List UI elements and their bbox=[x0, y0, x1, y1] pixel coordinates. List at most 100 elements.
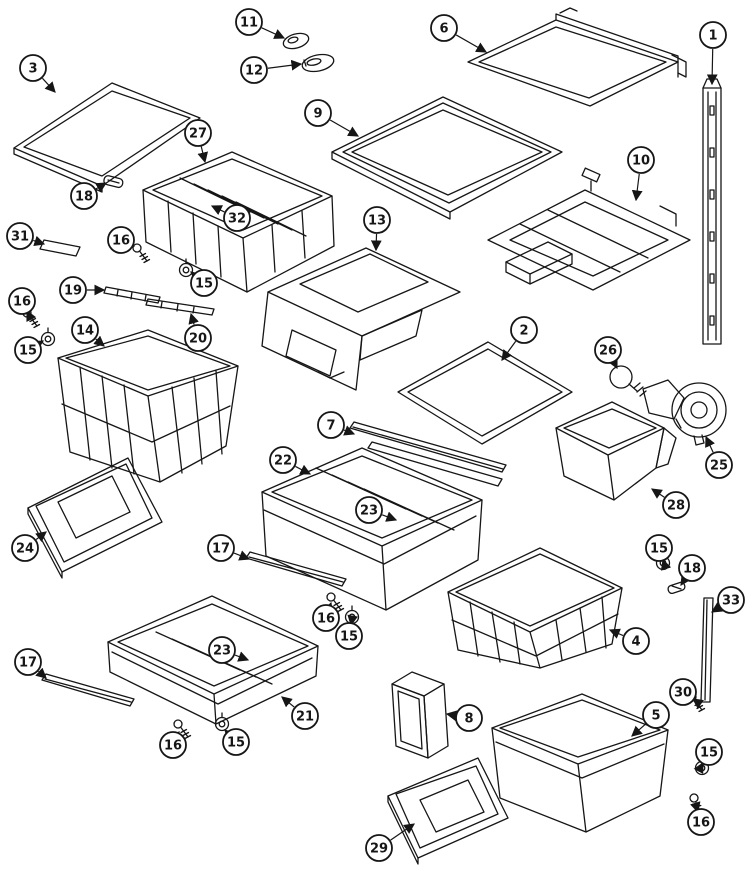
callout-number: 25 bbox=[710, 459, 728, 474]
callout-6: 6 bbox=[430, 14, 488, 53]
part-31-bracket bbox=[39, 239, 81, 257]
callout-leader bbox=[94, 182, 108, 193]
callout-number: 19 bbox=[64, 284, 82, 299]
callout-5: 5 bbox=[631, 701, 670, 737]
grommet-15-b bbox=[178, 258, 194, 278]
callout-circle bbox=[365, 834, 393, 862]
callout-27: 27 bbox=[184, 119, 212, 164]
callout-circle bbox=[312, 604, 340, 632]
callout-number: 32 bbox=[228, 212, 246, 227]
callout-circle bbox=[235, 8, 263, 36]
callout-16: 16 bbox=[8, 287, 37, 323]
callout-10: 10 bbox=[627, 146, 655, 202]
callout-circle bbox=[223, 204, 251, 232]
callout-number: 18 bbox=[75, 190, 93, 205]
callout-circle bbox=[594, 336, 622, 364]
callout-leader bbox=[35, 667, 47, 679]
callout-21: 21 bbox=[281, 696, 319, 730]
callout-circle bbox=[363, 206, 391, 234]
callout-leader bbox=[608, 628, 624, 639]
callout-17: 17 bbox=[14, 648, 47, 679]
callout-32: 32 bbox=[210, 204, 251, 232]
callout-leader bbox=[295, 464, 312, 475]
callout-number: 16 bbox=[112, 234, 130, 249]
callout-15: 15 bbox=[14, 336, 45, 364]
callout-number: 22 bbox=[274, 454, 292, 469]
callout-leader bbox=[31, 340, 45, 351]
callout-circle bbox=[705, 451, 733, 479]
callout-circle bbox=[627, 146, 655, 174]
callout-28: 28 bbox=[651, 488, 690, 519]
callout-circle bbox=[645, 534, 673, 562]
part-2-glass-insert bbox=[397, 341, 573, 445]
callout-15: 15 bbox=[222, 728, 250, 756]
callout-24: 24 bbox=[11, 531, 47, 562]
callout-16: 16 bbox=[312, 601, 340, 632]
callout-20: 20 bbox=[184, 312, 212, 352]
part-21-snack-drawer bbox=[107, 595, 319, 725]
callout-circle bbox=[107, 226, 135, 254]
grommet-15-e bbox=[214, 712, 230, 732]
callout-leader bbox=[35, 531, 47, 543]
callout-circle bbox=[59, 276, 87, 304]
callout-number: 23 bbox=[360, 504, 378, 519]
part-17-drawer-rail-lower bbox=[41, 673, 135, 707]
callout-number: 16 bbox=[692, 816, 710, 831]
part-25-escutcheon bbox=[671, 382, 727, 446]
grommet-15-c bbox=[344, 605, 360, 625]
callout-circle bbox=[687, 808, 715, 836]
callout-circle bbox=[207, 534, 235, 562]
callout-leader bbox=[343, 425, 356, 436]
callout-number: 9 bbox=[313, 107, 322, 122]
part-19-trim bbox=[103, 286, 161, 304]
callout-leader bbox=[631, 723, 646, 737]
callout-number: 16 bbox=[164, 739, 182, 754]
callout-number: 3 bbox=[28, 62, 37, 77]
callout-leader bbox=[261, 27, 286, 39]
callout-31: 31 bbox=[6, 222, 46, 250]
part-8-cover bbox=[391, 671, 449, 759]
callout-leader bbox=[210, 205, 225, 216]
callout-16: 16 bbox=[159, 730, 187, 759]
callout-16: 16 bbox=[687, 801, 715, 836]
callout-number: 10 bbox=[632, 154, 650, 169]
callout-number: 6 bbox=[439, 22, 448, 37]
callout-circle bbox=[304, 99, 332, 127]
callout-number: 18 bbox=[683, 562, 701, 577]
callout-leader bbox=[33, 235, 46, 247]
part-1-rear-trim-rail bbox=[702, 78, 722, 345]
part-20-trim bbox=[145, 298, 215, 316]
callout-9: 9 bbox=[304, 99, 360, 137]
callout-leader bbox=[322, 601, 334, 614]
callout-leader bbox=[224, 729, 236, 741]
callout-number: 15 bbox=[340, 630, 358, 645]
callout-circle bbox=[678, 554, 706, 582]
callout-circle bbox=[184, 119, 212, 147]
callout-number: 31 bbox=[11, 230, 29, 245]
callout-4: 4 bbox=[608, 627, 650, 655]
callout-circle bbox=[291, 702, 319, 730]
callout-23: 23 bbox=[355, 496, 398, 524]
part-27-organizer-frame bbox=[142, 151, 335, 293]
part-24-pan-front bbox=[27, 457, 163, 579]
callout-leader bbox=[188, 312, 199, 325]
callout-leader bbox=[631, 173, 643, 202]
callout-leader bbox=[197, 146, 208, 164]
callout-leader bbox=[381, 511, 398, 522]
callout-circle bbox=[208, 636, 236, 664]
callout-30: 30 bbox=[669, 678, 704, 709]
callout-circle bbox=[695, 738, 723, 766]
callout-circle bbox=[317, 411, 345, 439]
callout-leader bbox=[281, 696, 295, 708]
callout-number: 16 bbox=[317, 612, 335, 627]
callout-number: 17 bbox=[19, 656, 37, 671]
callout-1: 1 bbox=[699, 21, 727, 86]
callout-number: 21 bbox=[296, 710, 314, 725]
callout-circle bbox=[355, 496, 383, 524]
callout-number: 15 bbox=[195, 277, 213, 292]
callout-number: 26 bbox=[599, 344, 617, 359]
callout-leader bbox=[705, 435, 715, 453]
callout-18: 18 bbox=[70, 182, 108, 210]
